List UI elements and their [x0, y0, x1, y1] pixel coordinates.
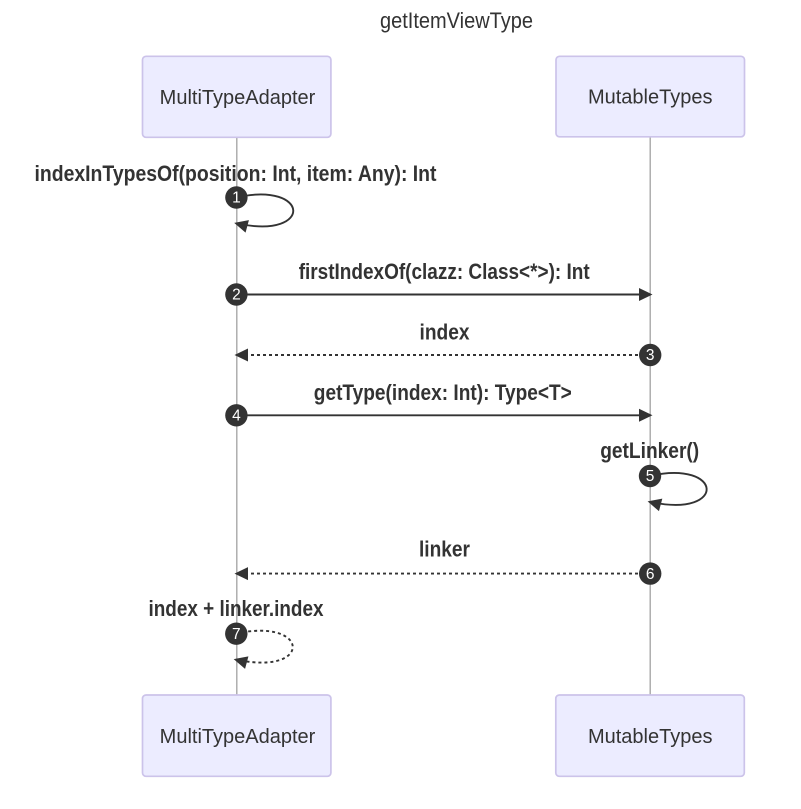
svg-text:getLinker(): getLinker() — [600, 438, 699, 463]
svg-text:6: 6 — [646, 566, 655, 583]
svg-text:MutableTypes: MutableTypes — [588, 726, 713, 748]
svg-text:MutableTypes: MutableTypes — [588, 87, 713, 109]
svg-text:index: index — [420, 320, 471, 345]
svg-text:indexInTypesOf(position: Int,: indexInTypesOf(position: Int, item: Any)… — [35, 161, 438, 186]
svg-text:index + linker.index: index + linker.index — [149, 596, 325, 621]
svg-text:linker: linker — [419, 537, 470, 562]
svg-text:MultiTypeAdapter: MultiTypeAdapter — [160, 726, 316, 748]
svg-text:getType(index: Int): Type<T>: getType(index: Int): Type<T> — [314, 380, 572, 405]
svg-text:1: 1 — [232, 190, 241, 207]
svg-text:MultiTypeAdapter: MultiTypeAdapter — [160, 87, 316, 109]
svg-text:firstIndexOf(clazz: Class<*>):: firstIndexOf(clazz: Class<*>): Int — [299, 259, 591, 284]
svg-text:3: 3 — [646, 347, 655, 364]
svg-text:getItemViewType: getItemViewType — [380, 8, 533, 33]
svg-text:4: 4 — [232, 408, 241, 425]
svg-text:5: 5 — [646, 468, 655, 485]
svg-text:7: 7 — [232, 626, 241, 643]
svg-text:2: 2 — [232, 287, 241, 304]
